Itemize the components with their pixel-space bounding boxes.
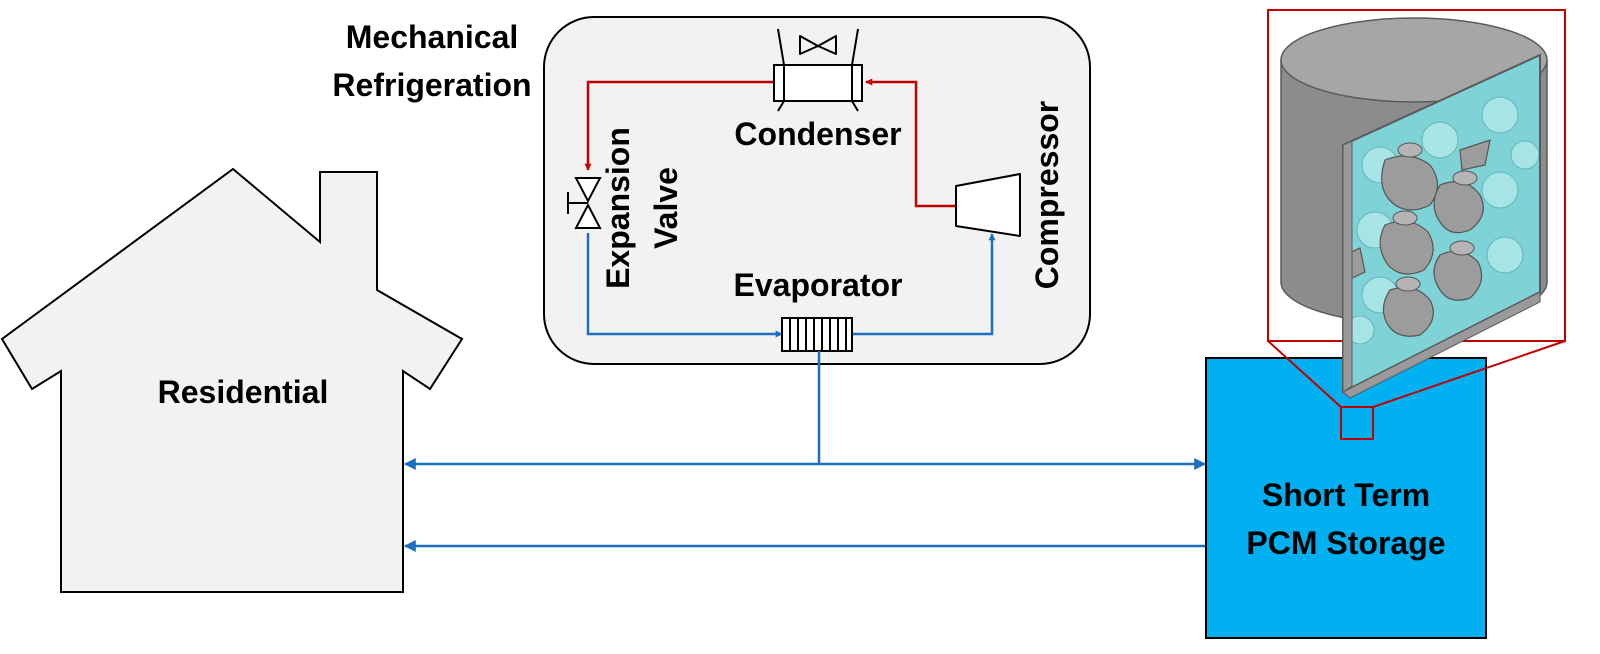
house-icon bbox=[0, 167, 464, 593]
pcm-storage-tank bbox=[1205, 357, 1487, 639]
fan-icon bbox=[799, 35, 837, 55]
expansion-valve-icon bbox=[567, 177, 602, 229]
expansion-valve-label-line1: Expansion bbox=[600, 127, 636, 289]
storage-label-line1: Short Term bbox=[1262, 477, 1430, 513]
zoom-source-box bbox=[1340, 406, 1374, 440]
mechanical-refrigeration-label-line2: Refrigeration bbox=[332, 67, 531, 103]
refrigeration-unit bbox=[543, 16, 1091, 365]
evaporator-icon bbox=[781, 317, 853, 352]
condenser-label: Condenser bbox=[734, 116, 901, 152]
mechanical-refrigeration-label-line1: Mechanical bbox=[346, 19, 519, 55]
compressor-icon bbox=[955, 173, 1021, 237]
residential-label: Residential bbox=[158, 374, 329, 410]
hot-refrigerant-lines bbox=[584, 78, 956, 208]
refrigeration-box bbox=[543, 16, 1091, 365]
condenser-icon bbox=[773, 28, 863, 112]
hot-line-compressor-to-condenser bbox=[865, 78, 956, 208]
cold-line-evaporator-to-compressor bbox=[852, 233, 996, 336]
expansion-valve-label-line2: Valve bbox=[648, 167, 684, 249]
hot-line-condenser-to-valve bbox=[584, 80, 774, 171]
cold-refrigerant-lines bbox=[586, 233, 996, 338]
cold-line-valve-to-evaporator bbox=[586, 233, 783, 338]
pcm-lattice-cylinder-icon bbox=[1280, 17, 1548, 399]
evaporator-label: Evaporator bbox=[734, 267, 903, 303]
storage-label-line2: PCM Storage bbox=[1246, 525, 1445, 561]
distribution-lines bbox=[403, 351, 1207, 552]
compressor-label: Compressor bbox=[1029, 101, 1065, 290]
